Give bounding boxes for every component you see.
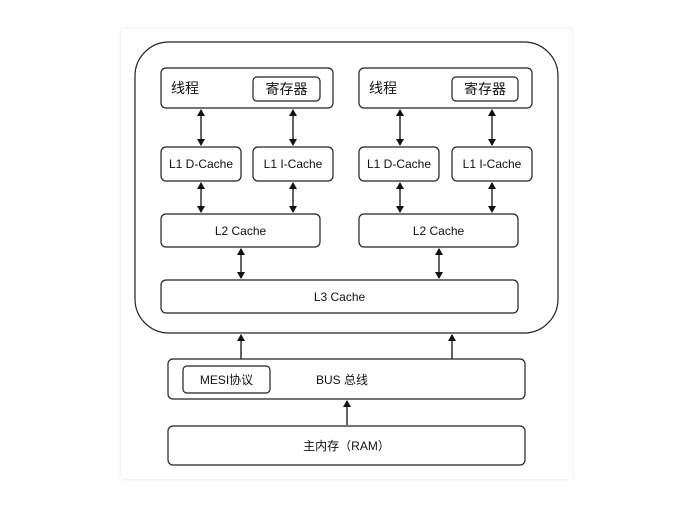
- l3-cache-label: L3 Cache: [314, 290, 366, 304]
- core-1: 线程 寄存器 L1 D-Cache L1 I-Cache L2 Cache: [358, 67, 533, 279]
- thread-label: 线程: [171, 80, 199, 96]
- ram-label: 主内存（RAM）: [303, 439, 390, 453]
- l3-cache-box: [160, 279, 519, 314]
- l1-dcache-box: [358, 146, 440, 182]
- l2-cache-box: [358, 213, 519, 248]
- mesi-protocol-label: MESI协议: [200, 372, 253, 387]
- register-box: [451, 76, 519, 102]
- register-label: 寄存器: [266, 81, 308, 97]
- core-0: 线程 寄存器 L1 D-Cache L1 I-Cache L2 Cache: [160, 67, 334, 279]
- l1-dcache-box: [160, 146, 242, 182]
- l2-cache-box: [160, 213, 321, 248]
- thread-label: 线程: [369, 80, 397, 96]
- mesi-protocol-box: [182, 365, 271, 394]
- l1-dcache-label: L1 D-Cache: [367, 157, 431, 171]
- ram-box: [167, 425, 526, 466]
- register-label: 寄存器: [464, 81, 506, 97]
- l1-icache-box: [451, 146, 533, 182]
- l2-cache-label: L2 Cache: [413, 224, 465, 238]
- register-box: [252, 76, 321, 102]
- bus-label: BUS 总线: [316, 373, 368, 387]
- l1-icache-label: L1 I-Cache: [264, 157, 323, 171]
- l1-dcache-label: L1 D-Cache: [169, 157, 233, 171]
- l2-cache-label: L2 Cache: [215, 224, 267, 238]
- l1-icache-label: L1 I-Cache: [463, 157, 522, 171]
- l1-icache-box: [252, 146, 334, 182]
